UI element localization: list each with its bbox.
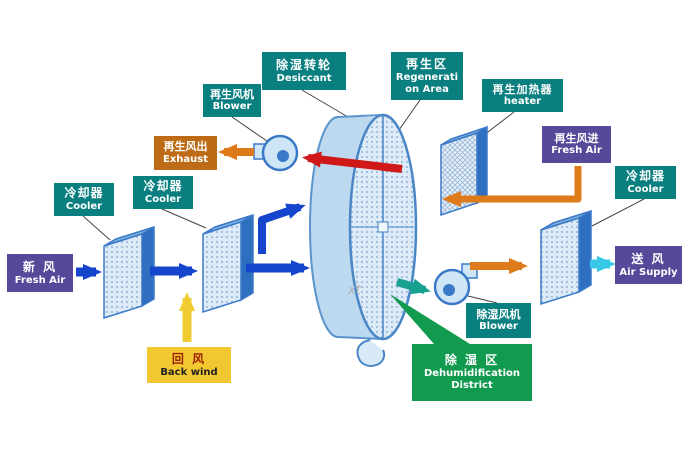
label-connector-lines (82, 89, 645, 304)
label-back-wind: 回 风 Back wind (147, 347, 231, 383)
wheel-outlet-arrow (395, 278, 431, 295)
label-dehumid-blower: 除湿风机 Blower (466, 303, 531, 338)
label-regen-blower: 再生风机 Blower (203, 84, 261, 117)
connector-desiccant (301, 89, 349, 118)
label-cooler-right-en: Cooler (627, 184, 664, 195)
label-dehumid-district-en1: Dehumidification (423, 368, 521, 379)
regen-exhaust-arrow-red (302, 151, 403, 173)
label-desiccant: 除湿转轮 Desiccant (262, 52, 346, 90)
regen-fresh-air-arrow (442, 166, 582, 207)
process-air-arrow-upper (258, 203, 306, 254)
label-regeneration-area: 再生区 Regenerati on Area (391, 52, 463, 100)
dehumid-district-pointer (390, 294, 470, 344)
label-regen-heater-zh: 再生加热器 (492, 82, 553, 96)
label-dehumid-district-zh: 除 湿 区 (444, 353, 500, 367)
label-cooler-2-zh: 冷却器 (143, 179, 183, 193)
label-regen-heater: 再生加热器 heater (482, 79, 563, 112)
label-air-supply-en: Air Supply (619, 266, 678, 278)
label-dehumid-district: 除 湿 区 Dehumidification District (412, 344, 532, 401)
label-cooler-1: 冷却器 Cooler (54, 183, 114, 216)
label-fresh-air-zh: 新 风 (22, 259, 58, 274)
cooler-unit-1 (103, 225, 155, 320)
cooler-unit-2 (202, 213, 254, 314)
seal-roll-shape (356, 339, 386, 367)
label-cooler-right-zh: 冷却器 (625, 169, 665, 183)
dehumidification-blower-fan (433, 263, 478, 306)
label-regeneration-area-en2: on Area (405, 83, 449, 95)
label-back-wind-en: Back wind (160, 366, 218, 378)
watermark-text: xt (348, 283, 361, 298)
connector-dehumid-blower (467, 295, 498, 304)
label-exhaust: 再生风出 Exhaust (154, 136, 217, 170)
label-regeneration-area-en1: Regenerati (395, 71, 459, 83)
label-exhaust-en: Exhaust (163, 153, 208, 165)
label-dehumid-blower-en: Blower (479, 321, 518, 333)
label-dehumid-district-en2: District (451, 380, 493, 391)
label-regen-blower-zh: 再生风机 (210, 87, 254, 101)
connector-cooler-1 (82, 215, 111, 241)
label-regeneration-area-zh: 再生区 (405, 56, 448, 71)
label-exhaust-zh: 再生风出 (163, 140, 208, 154)
connector-cooler-right (591, 198, 645, 227)
connector-regeneration-area (398, 99, 421, 131)
label-regen-fresh-air: 再生风进 Fresh Air (542, 126, 611, 163)
label-cooler-right: 冷却器 Cooler (615, 166, 676, 199)
connector-heater (483, 111, 515, 136)
connector-regen-blower (231, 116, 268, 142)
label-cooler-2: 冷却器 Cooler (133, 176, 193, 209)
label-desiccant-en: Desiccant (276, 72, 332, 84)
wheel-hub (377, 221, 389, 233)
label-dehumid-blower-zh: 除湿风机 (476, 307, 521, 321)
label-fresh-air: 新 风 Fresh Air (7, 254, 73, 292)
label-regen-fresh-air-en: Fresh Air (551, 145, 602, 157)
label-air-supply: 送 风 Air Supply (615, 246, 682, 284)
label-fresh-air-en: Fresh Air (14, 274, 66, 286)
label-regen-blower-en: Blower (212, 101, 252, 113)
connector-cooler-2 (161, 208, 207, 229)
label-desiccant-zh: 除湿转轮 (275, 57, 332, 72)
label-regen-heater-en: heater (503, 96, 542, 108)
label-regen-fresh-air-zh: 再生风进 (554, 131, 599, 145)
label-cooler-2-en: Cooler (144, 194, 182, 205)
regeneration-blower-fan (253, 134, 299, 172)
label-back-wind-zh: 回 风 (171, 351, 207, 366)
label-cooler-1-en: Cooler (65, 201, 103, 212)
label-air-supply-zh: 送 风 (631, 251, 666, 266)
cooler-unit-right (540, 209, 592, 306)
label-cooler-1-zh: 冷却器 (64, 186, 104, 200)
